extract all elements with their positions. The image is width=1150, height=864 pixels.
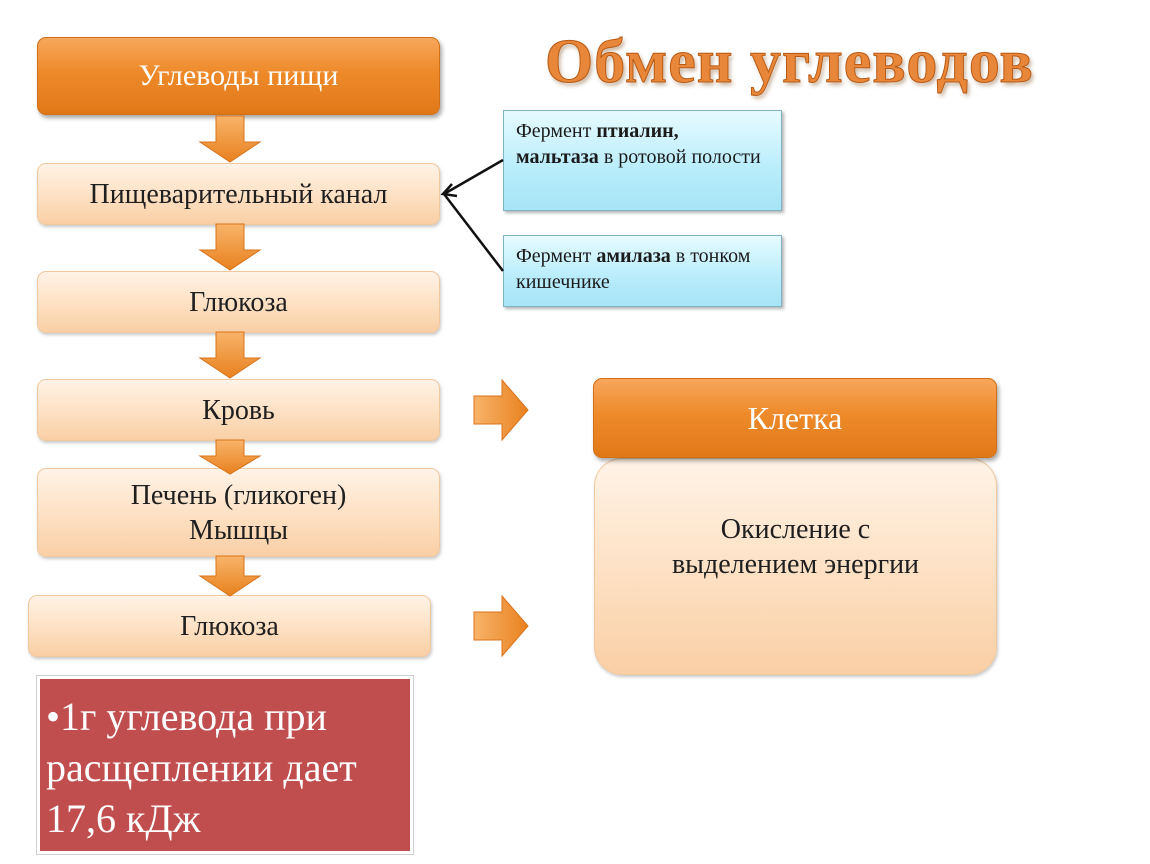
- enzyme-pointer-lines: [440, 158, 504, 272]
- food-carbs-label: Углеводы пищи: [138, 59, 339, 93]
- down-arrow-icon: [198, 555, 262, 597]
- enzyme-box-intestine-text2: в тонком кишечнике: [516, 245, 751, 293]
- glucose-box-1: Глюкоза: [37, 271, 440, 333]
- cell-body-label: Окисление с выделением энергии: [671, 513, 920, 580]
- glucose-label-1: Глюкоза: [189, 286, 288, 318]
- digestive-canal-label: Пищеварительный канал: [89, 178, 388, 210]
- enzyme-box-mouth-text1: Фермент: [516, 120, 597, 142]
- energy-note: •1г углевода при расщеплении дает 17,6 к…: [37, 676, 413, 854]
- enzyme-maltase: мальтаза: [516, 146, 599, 168]
- enzyme-box-mouth-text2: в ротовой полости: [598, 146, 761, 168]
- enzyme-box-intestine: Фермент амилаза в тонком кишечнике: [503, 235, 782, 307]
- right-arrow-icon: [473, 378, 529, 442]
- liver-label: Печень (гликоген): [130, 479, 347, 511]
- cell-header-label: Клетка: [747, 400, 843, 436]
- down-arrow-icon: [198, 115, 262, 163]
- food-carbs-box: Углеводы пищи: [37, 37, 440, 115]
- cell-header-box: Клетка: [593, 378, 997, 458]
- enzyme-amylase: амилаза: [596, 245, 671, 267]
- muscle-label: Мышцы: [188, 514, 289, 546]
- right-arrow-icon: [473, 594, 529, 658]
- enzyme-box-mouth: Фермент птиалин, мальтаза в ротовой полос…: [503, 110, 782, 211]
- glucose-box-2: Глюкоза: [28, 595, 431, 657]
- glucose-label-2: Глюкоза: [180, 610, 279, 642]
- down-arrow-icon: [198, 223, 262, 271]
- liver-muscle-box: Печень (гликоген) Мышцы: [37, 468, 440, 557]
- cell-body-box: Окисление с выделением энергии: [594, 458, 997, 675]
- blood-label: Кровь: [202, 394, 275, 426]
- enzyme-ptyalin: птиалин,: [596, 120, 679, 142]
- digestive-canal-box: Пищеварительный канал: [37, 163, 440, 225]
- down-arrow-icon: [198, 331, 262, 379]
- slide-title: Обмен углеводов: [545, 28, 1034, 97]
- enzyme-box-intestine-text1: Фермент: [516, 245, 597, 267]
- blood-box: Кровь: [37, 379, 440, 441]
